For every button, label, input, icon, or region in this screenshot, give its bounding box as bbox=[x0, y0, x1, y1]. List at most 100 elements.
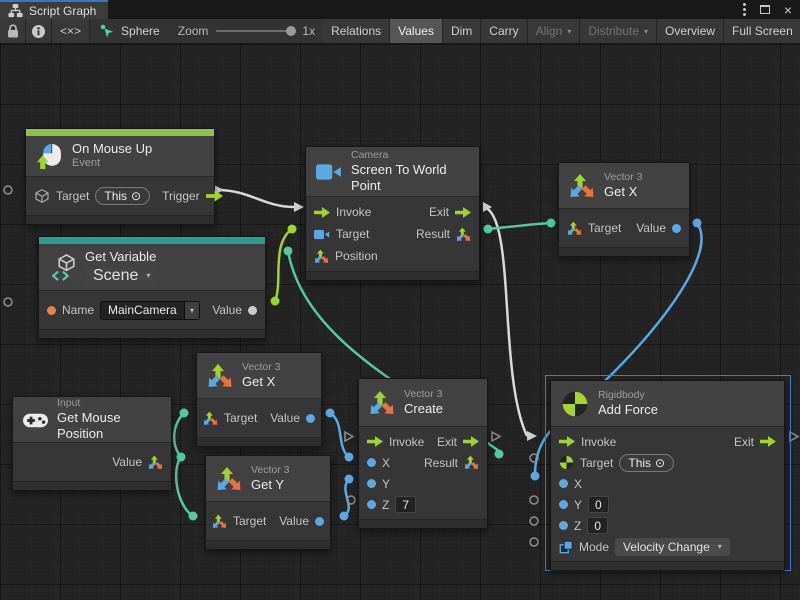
vector3-port-icon[interactable] bbox=[212, 514, 227, 529]
wire-exit-to-addforce-invoke[interactable] bbox=[484, 207, 527, 436]
inspect-button[interactable] bbox=[26, 19, 52, 43]
node-header[interactable]: Camera Screen To World Point bbox=[306, 147, 479, 197]
node-header[interactable]: Get Variable Scene ▾ bbox=[39, 244, 265, 291]
wire-variable-to-camera-target[interactable] bbox=[275, 229, 292, 301]
values-button[interactable]: Values bbox=[390, 19, 443, 43]
close-icon[interactable]: × bbox=[784, 3, 792, 17]
node-on-mouse-up[interactable]: On Mouse Up Event Target This ⊙ Trigger bbox=[25, 128, 215, 225]
z-port[interactable] bbox=[367, 500, 376, 509]
flow-in-icon[interactable] bbox=[367, 436, 383, 447]
code-toggle-button[interactable]: <×> bbox=[52, 19, 90, 43]
node-screen-to-world-point[interactable]: Camera Screen To World Point Invoke Exit… bbox=[305, 146, 480, 281]
vector3-port-icon[interactable] bbox=[148, 455, 163, 470]
wire-mouse-to-getx-target[interactable] bbox=[174, 413, 184, 457]
node-vector3-create[interactable]: Vector 3 Create Invoke Exit X Result bbox=[358, 378, 488, 529]
vector3-icon bbox=[216, 466, 242, 492]
node-header[interactable]: Vector 3 Get Y bbox=[206, 456, 330, 502]
node-header[interactable]: Rigidbody Add Force bbox=[551, 381, 784, 427]
value-port[interactable] bbox=[306, 414, 315, 423]
x-port[interactable] bbox=[367, 458, 376, 467]
vector3-port-icon[interactable] bbox=[456, 227, 471, 242]
vector3-port-icon[interactable] bbox=[567, 221, 582, 236]
breadcrumb[interactable]: Sphere bbox=[90, 19, 170, 43]
distribute-button[interactable]: Distribute ▾ bbox=[580, 19, 657, 43]
flow-out-icon[interactable] bbox=[455, 207, 471, 218]
vector3-port-icon[interactable] bbox=[464, 455, 479, 470]
port-row: Invoke Exit bbox=[551, 431, 784, 452]
node-header[interactable]: Input Get Mouse Position bbox=[13, 397, 171, 443]
target-value: This bbox=[628, 456, 651, 470]
mouse-up-icon bbox=[36, 143, 63, 170]
node-category: Input bbox=[57, 397, 161, 410]
value-port[interactable] bbox=[672, 224, 681, 233]
enum-port-icon[interactable] bbox=[559, 540, 573, 554]
graph-canvas[interactable]: On Mouse Up Event Target This ⊙ Trigger bbox=[0, 44, 800, 600]
variable-scope-dropdown[interactable]: Scene ▾ bbox=[85, 267, 158, 285]
variable-name-dropdown[interactable]: MainCamera ▾ bbox=[100, 301, 200, 320]
vector3-port-icon[interactable] bbox=[314, 249, 329, 264]
object-picker-icon[interactable]: ⊙ bbox=[131, 189, 141, 203]
gameobject-cube-icon[interactable] bbox=[34, 188, 50, 204]
y-port[interactable] bbox=[367, 479, 376, 488]
value-port[interactable] bbox=[315, 517, 324, 526]
z-value-field[interactable]: 7 bbox=[395, 496, 416, 513]
z-value-field[interactable]: 0 bbox=[587, 517, 608, 534]
port-label: Result bbox=[416, 227, 450, 241]
tab-script-graph[interactable]: Script Graph bbox=[0, 0, 108, 19]
lock-button[interactable] bbox=[0, 19, 26, 43]
vector3-icon bbox=[569, 173, 595, 199]
node-header[interactable]: Vector 3 Create bbox=[359, 379, 487, 427]
node-vector3-get-x[interactable]: Vector 3 Get X Target Value bbox=[196, 352, 322, 447]
wire-getx-to-create-x[interactable] bbox=[330, 413, 349, 457]
node-header[interactable]: On Mouse Up Event bbox=[26, 136, 214, 177]
wire-trigger-to-invoke[interactable] bbox=[217, 190, 294, 207]
port-label: Result bbox=[424, 456, 458, 470]
node-vector3-get-x-top[interactable]: Vector 3 Get X Target Value bbox=[558, 162, 690, 257]
node-footer bbox=[559, 247, 689, 256]
z-port[interactable] bbox=[559, 521, 568, 530]
node-add-force[interactable]: Rigidbody Add Force Invoke Exit Target T… bbox=[550, 380, 785, 571]
zoom-slider-knob[interactable] bbox=[286, 26, 296, 36]
port-label: Y bbox=[382, 477, 390, 491]
port-label: Value bbox=[270, 411, 300, 425]
window-menu-icon[interactable] bbox=[743, 3, 746, 16]
node-get-mouse-position[interactable]: Input Get Mouse Position Value bbox=[12, 396, 172, 491]
script-graph-icon bbox=[8, 3, 23, 18]
flow-out-icon[interactable] bbox=[463, 436, 479, 447]
port-row: Invoke Exit bbox=[359, 431, 487, 452]
node-header[interactable]: Vector 3 Get X bbox=[197, 353, 321, 399]
node-get-variable[interactable]: Get Variable Scene ▾ Name MainCamera ▾ bbox=[38, 236, 266, 339]
flow-in-icon[interactable] bbox=[314, 207, 330, 218]
y-port[interactable] bbox=[559, 500, 568, 509]
port-row: Target Value bbox=[559, 213, 689, 243]
carry-button[interactable]: Carry bbox=[481, 19, 527, 43]
dim-button[interactable]: Dim bbox=[443, 19, 481, 43]
overview-button[interactable]: Overview bbox=[657, 19, 724, 43]
rigidbody-port-icon[interactable] bbox=[559, 455, 574, 470]
flow-in-icon[interactable] bbox=[559, 436, 575, 447]
y-value-field[interactable]: 0 bbox=[588, 496, 609, 513]
camera-port-icon[interactable] bbox=[314, 229, 330, 240]
target-value-field[interactable]: This ⊙ bbox=[95, 187, 150, 205]
wire-mouse-to-gety-target[interactable] bbox=[176, 457, 193, 516]
flow-out-icon[interactable] bbox=[206, 190, 223, 202]
chevron-down-icon[interactable]: ▾ bbox=[184, 302, 199, 319]
flow-out-icon[interactable] bbox=[760, 436, 776, 447]
name-port[interactable] bbox=[47, 306, 56, 315]
zoom-slider[interactable] bbox=[216, 30, 294, 32]
vector3-port-icon[interactable] bbox=[203, 411, 218, 426]
object-picker-icon[interactable]: ⊙ bbox=[655, 456, 665, 470]
target-value-field[interactable]: This ⊙ bbox=[619, 454, 674, 472]
align-button[interactable]: Align ▾ bbox=[528, 19, 581, 43]
full-screen-button[interactable]: Full Screen bbox=[724, 19, 800, 43]
value-port[interactable] bbox=[248, 306, 257, 315]
node-header[interactable]: Vector 3 Get X bbox=[559, 163, 689, 209]
x-port[interactable] bbox=[559, 479, 568, 488]
zoom-label: Zoom bbox=[178, 24, 209, 38]
mode-dropdown[interactable]: Velocity Change ▾ bbox=[615, 538, 730, 556]
port-row: Target This ⊙ bbox=[551, 452, 784, 473]
maximize-icon[interactable] bbox=[760, 5, 770, 14]
node-vector3-get-y[interactable]: Vector 3 Get Y Target Value bbox=[205, 455, 331, 550]
port-label: Mode bbox=[579, 540, 609, 554]
relations-button[interactable]: Relations bbox=[323, 19, 390, 43]
